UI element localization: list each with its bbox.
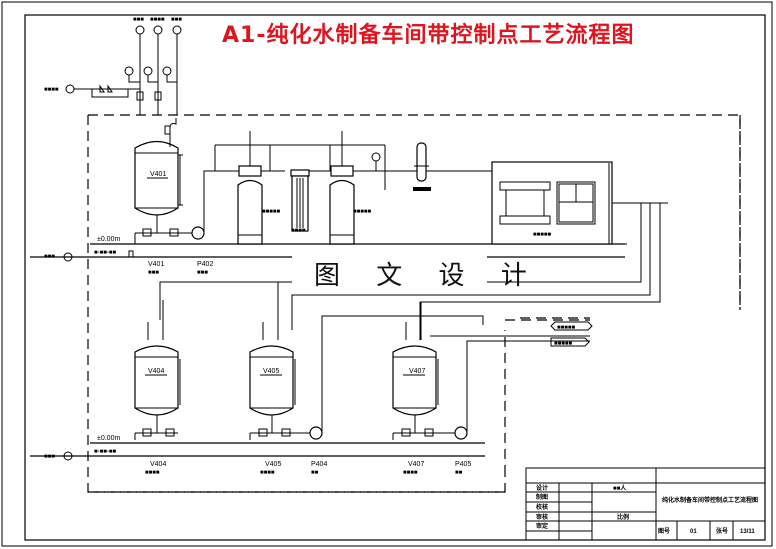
- tb-sheet: 13/11: [740, 529, 755, 535]
- label-p405: P405: [455, 461, 471, 468]
- area-boundary-inner: [504, 319, 590, 475]
- label-v405: V405: [265, 461, 281, 468]
- utility-label-1: ■■■: [133, 17, 144, 23]
- feed-connector-icon: [63, 451, 73, 461]
- tb-sheet-label: 张号: [716, 527, 728, 535]
- carbon-filter-label: ■■■■■: [353, 209, 371, 215]
- bottom-feed-label: ■■■: [44, 454, 55, 460]
- ro-unit[interactable]: ■■■■■: [491, 161, 613, 245]
- valve-icon: [142, 228, 152, 237]
- valve-icon: [154, 91, 162, 101]
- label-v407-desc: ■■■■: [403, 470, 418, 476]
- utility-connector-icon: [135, 25, 145, 35]
- tb-drawing-no-label: 图号: [658, 527, 670, 535]
- valve-icon: [258, 428, 268, 437]
- recirculation-lines: [321, 315, 590, 433]
- sand-filter-label: ■■■■■: [262, 209, 280, 215]
- tb-row-review: 审核: [536, 513, 548, 521]
- cartridge-filter-label: ■■■■: [291, 228, 306, 234]
- feed-connector-icon: [65, 84, 75, 94]
- tank-v405[interactable]: V405: [249, 282, 296, 416]
- ro-unit-label: ■■■■■: [533, 232, 551, 238]
- label-p404: P404: [311, 461, 327, 468]
- label-p402: P402: [197, 261, 213, 268]
- tank-v401[interactable]: V401: [134, 118, 183, 216]
- tank-v407[interactable]: V407: [392, 302, 439, 416]
- tb-row-check: 校核: [536, 503, 548, 511]
- feed-connector-icon: [63, 252, 73, 262]
- valve-icon: [142, 428, 152, 437]
- label-v405-desc: ■■■■: [260, 470, 275, 476]
- label-v404: V404: [150, 461, 166, 468]
- label-v401-desc: ■■■: [148, 270, 159, 276]
- tb-drawing-name: 纯化水制备车间带控制点工艺流程图: [662, 496, 758, 504]
- label-v401: V401: [148, 261, 164, 268]
- outlet-arrow-2: [550, 337, 590, 347]
- pressure-gauge-icon: [124, 66, 134, 76]
- pump-p405[interactable]: [454, 426, 468, 440]
- pressure-gauge-icon: [371, 152, 381, 162]
- watermark: 图 文 设 计: [314, 261, 541, 291]
- outlet-label-2: ■■■■■: [554, 341, 572, 347]
- pump-p404[interactable]: [309, 426, 323, 440]
- valve-icon: [136, 91, 144, 101]
- outlet-arrows: ■■■■■ ■■■■■: [550, 321, 593, 347]
- label-p404-desc: ■■: [311, 470, 319, 476]
- label-p405-desc: ■■: [455, 470, 463, 476]
- valve-icon: [424, 428, 434, 437]
- area-boundary-bottom: [88, 475, 506, 493]
- tank-v404[interactable]: V404: [134, 300, 181, 416]
- drawing-title: A1-纯化水制备车间带控制点工艺流程图: [222, 22, 634, 48]
- line-code-upper: ■-■■-■■: [94, 250, 116, 256]
- vent-valve-icon: [164, 125, 171, 135]
- tb-row-design: 设计: [536, 484, 548, 492]
- tank-tag: V401: [150, 171, 166, 178]
- tb-scale: 比例: [617, 513, 629, 521]
- utility-label-3: ■■■: [171, 17, 182, 23]
- utility-headers: ■■■ ■■■■ ■■■ ■■■■: [44, 17, 182, 115]
- label-v404-desc: ■■■■: [145, 470, 160, 476]
- carbon-filter[interactable]: ■■■■■: [309, 131, 386, 245]
- watermark-bg: [292, 256, 487, 290]
- outlet-label-1: ■■■■■: [557, 325, 575, 331]
- tank-tag: V405: [263, 368, 279, 375]
- tank-tag: V404: [148, 368, 164, 375]
- mid-feed-label: ■■■: [44, 254, 55, 260]
- pressure-gauge-icon: [143, 66, 153, 76]
- valve-icon: [401, 428, 411, 437]
- tb-row-draw: 制图: [536, 493, 548, 501]
- pressure-gauge-icon: [162, 66, 172, 76]
- tb-row-approve: 审定: [536, 522, 548, 530]
- heat-exchanger[interactable]: [413, 142, 431, 191]
- utility-connector-icon: [153, 25, 163, 35]
- valve-icon: [169, 228, 179, 237]
- sand-filter[interactable]: ■■■■■: [214, 131, 385, 245]
- check-valve-icon: [99, 84, 113, 93]
- label-v407: V407: [408, 461, 424, 468]
- elevation-lower: ±0.00m: [97, 435, 120, 442]
- area-boundary-top: [87, 114, 741, 493]
- outlet-arrow-1: [550, 321, 593, 331]
- title-block: 设计 制图 校核 审核 审定 ■■人 比例 纯化水制备车间带控制点工艺流程图 图…: [525, 467, 766, 541]
- feed-label: ■■■■: [44, 87, 59, 93]
- utility-connector-icon: [172, 25, 182, 35]
- tank-tag: V407: [409, 368, 425, 375]
- utility-label-2: ■■■■: [150, 17, 165, 23]
- valve-icon: [281, 428, 291, 437]
- heat-exchanger-label-block: [413, 187, 431, 191]
- valve-icon: [165, 428, 175, 437]
- pump-p402[interactable]: [191, 226, 205, 240]
- tb-company: ■■人: [613, 484, 627, 492]
- line-code-lower: ■-■■-■■: [94, 449, 116, 455]
- tb-drawing-no: 01: [690, 529, 697, 535]
- elevation-upper: ±0.00m: [97, 236, 120, 243]
- cartridge-filter[interactable]: ■■■■: [290, 169, 310, 234]
- label-p402-desc: ■■■: [197, 270, 208, 276]
- drawing-border-inner: [24, 14, 766, 541]
